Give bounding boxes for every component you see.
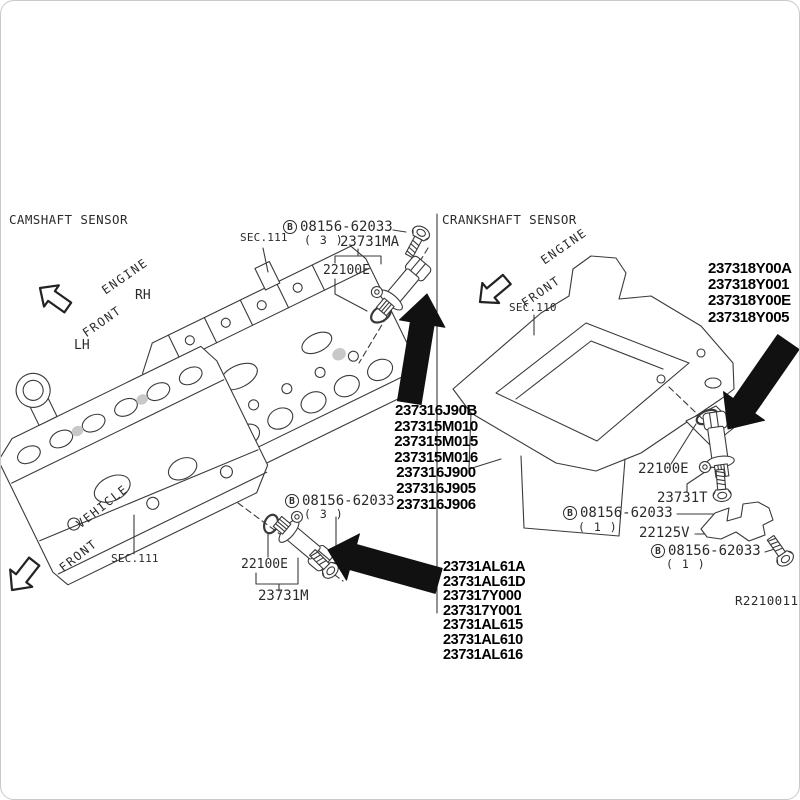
cam-oring-bottom-label: 22100E [241,557,288,572]
diagram-reference-code: R2210011 [735,593,799,608]
engine-front-arrow-right [478,273,512,305]
bolt-top-part-number: 08156-62033 [300,219,393,235]
part-number: 237318Y00A [708,260,792,277]
bolt-top-qty: ( 3 ) [304,233,344,247]
part-number: 237315M016 [394,448,478,466]
bolt-right-upper-qty: ( 1 ) [578,520,618,534]
part-number: 237316J906 [396,495,476,513]
part-number: 237316J900 [396,464,476,482]
part-number: 237318Y005 [708,308,790,326]
pointer-arrow-crank [723,334,799,430]
bolt-right-lower-part-number: 08156-62033 [668,543,761,559]
lh-bank-label: LH [74,338,90,353]
part-number: 237316J905 [396,479,476,497]
crank-sensor-label: 23731T [657,490,708,506]
part-number: 237318Y00E [708,292,791,310]
part-number: 23731AL610 [443,631,523,648]
vehicle-front-arrow [9,556,41,592]
b-prefix-bottom: B [285,494,299,508]
bolt-bottom-part-number: 08156-62033 [302,493,395,509]
lh-cylinder-head-drawing [1,345,269,586]
part-number: 237315M010 [394,417,478,435]
bolt-bottom-qty: ( 3 ) [304,507,344,521]
part-number: 23731AL61D [443,573,526,590]
part-number: 237318Y001 [708,276,790,294]
leader-lines [133,229,779,592]
b-prefix-top: B [283,220,297,234]
bolt-right-upper-part-number: 08156-62033 [580,505,673,521]
bolt-top-drawing [400,222,433,261]
part-number: 237315M015 [394,433,478,451]
b-prefix-right-upper: B [563,506,577,520]
part-number: 23731AL615 [443,617,523,634]
part-number: 237317Y000 [443,588,522,605]
b-prefix-right-lower: B [651,544,665,558]
rh-bank-label: RH [135,288,151,303]
sec-110-label: SEC.110 [509,301,557,314]
part-number: 237317Y001 [443,602,522,619]
sensor-cover-bracket-drawing [700,501,774,542]
cam-sensor-top-label: 23731MA [340,234,400,250]
pointer-arrow-cam-bottom [327,533,443,594]
pointer-arrow-cam-top [397,293,446,405]
bolt-right-lower-qty: ( 1 ) [666,557,706,571]
sec-111-top-label: SEC.111 [240,231,288,244]
crankshaft-section-title: CRANKSHAFT SENSOR [442,212,577,227]
crank-oring-label: 22100E [638,461,689,477]
engine-front-arrow-left [38,284,73,314]
part-number: 23731AL61A [443,559,526,575]
part-number: 23731AL616 [443,646,523,663]
sensor-cover-label: 22125V [639,525,690,541]
cam-sensor-bottom-label: 23731M [258,588,309,604]
camshaft-section-title: CAMSHAFT SENSOR [9,212,128,227]
part-number: 237316J90B [395,402,477,419]
cam-oring-top-label: 22100E [323,263,370,278]
sec-111-bottom-label: SEC.111 [111,552,159,565]
